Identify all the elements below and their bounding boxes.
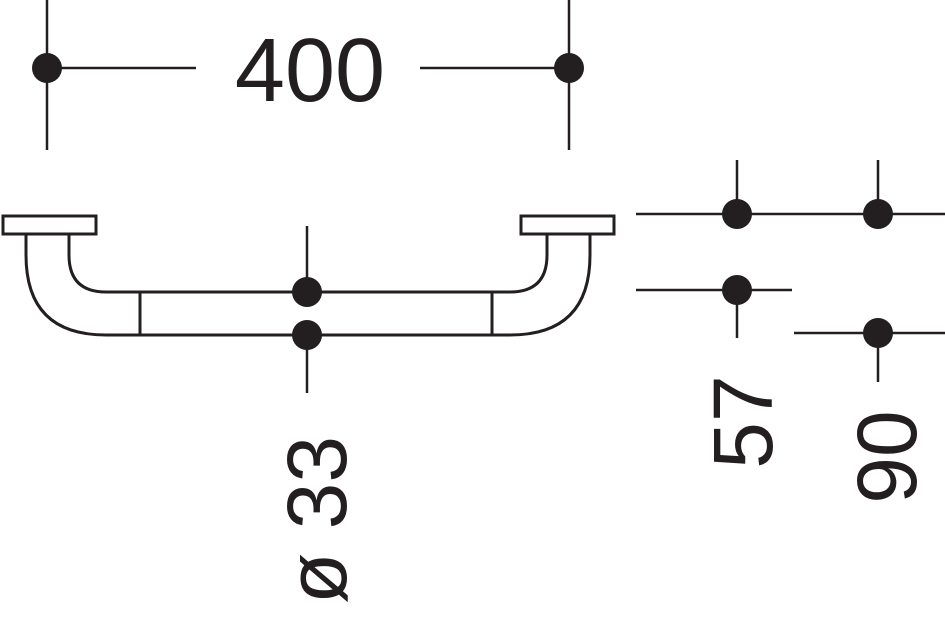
diameter-terminator-top — [292, 277, 322, 307]
length-dimension: 400 — [32, 0, 584, 150]
left-bend-inner — [67, 234, 140, 294]
depth-90-terminator-top — [863, 199, 893, 229]
length-terminator-right — [554, 53, 584, 83]
right-bend-outer — [492, 234, 592, 337]
depth-90-terminator-bottom — [863, 318, 893, 348]
depth-dimensions: 57 90 — [636, 160, 945, 504]
length-label: 400 — [235, 21, 385, 121]
depth-57-terminator-bottom — [722, 275, 752, 305]
diameter-label: ø 33 — [270, 436, 364, 604]
grab-bar-outline — [1, 214, 616, 337]
depth-57-terminator-top — [722, 199, 752, 229]
right-bend-inner — [492, 234, 549, 294]
left-bend-outer — [24, 234, 140, 337]
diameter-dimension: ø 33 — [270, 226, 364, 604]
diameter-terminator-bottom — [292, 320, 322, 350]
length-terminator-left — [32, 53, 62, 83]
right-mounting-plate — [519, 214, 616, 236]
depth-90-label: 90 — [840, 410, 934, 503]
depth-57-label: 57 — [696, 375, 790, 468]
left-mounting-plate — [1, 214, 98, 236]
